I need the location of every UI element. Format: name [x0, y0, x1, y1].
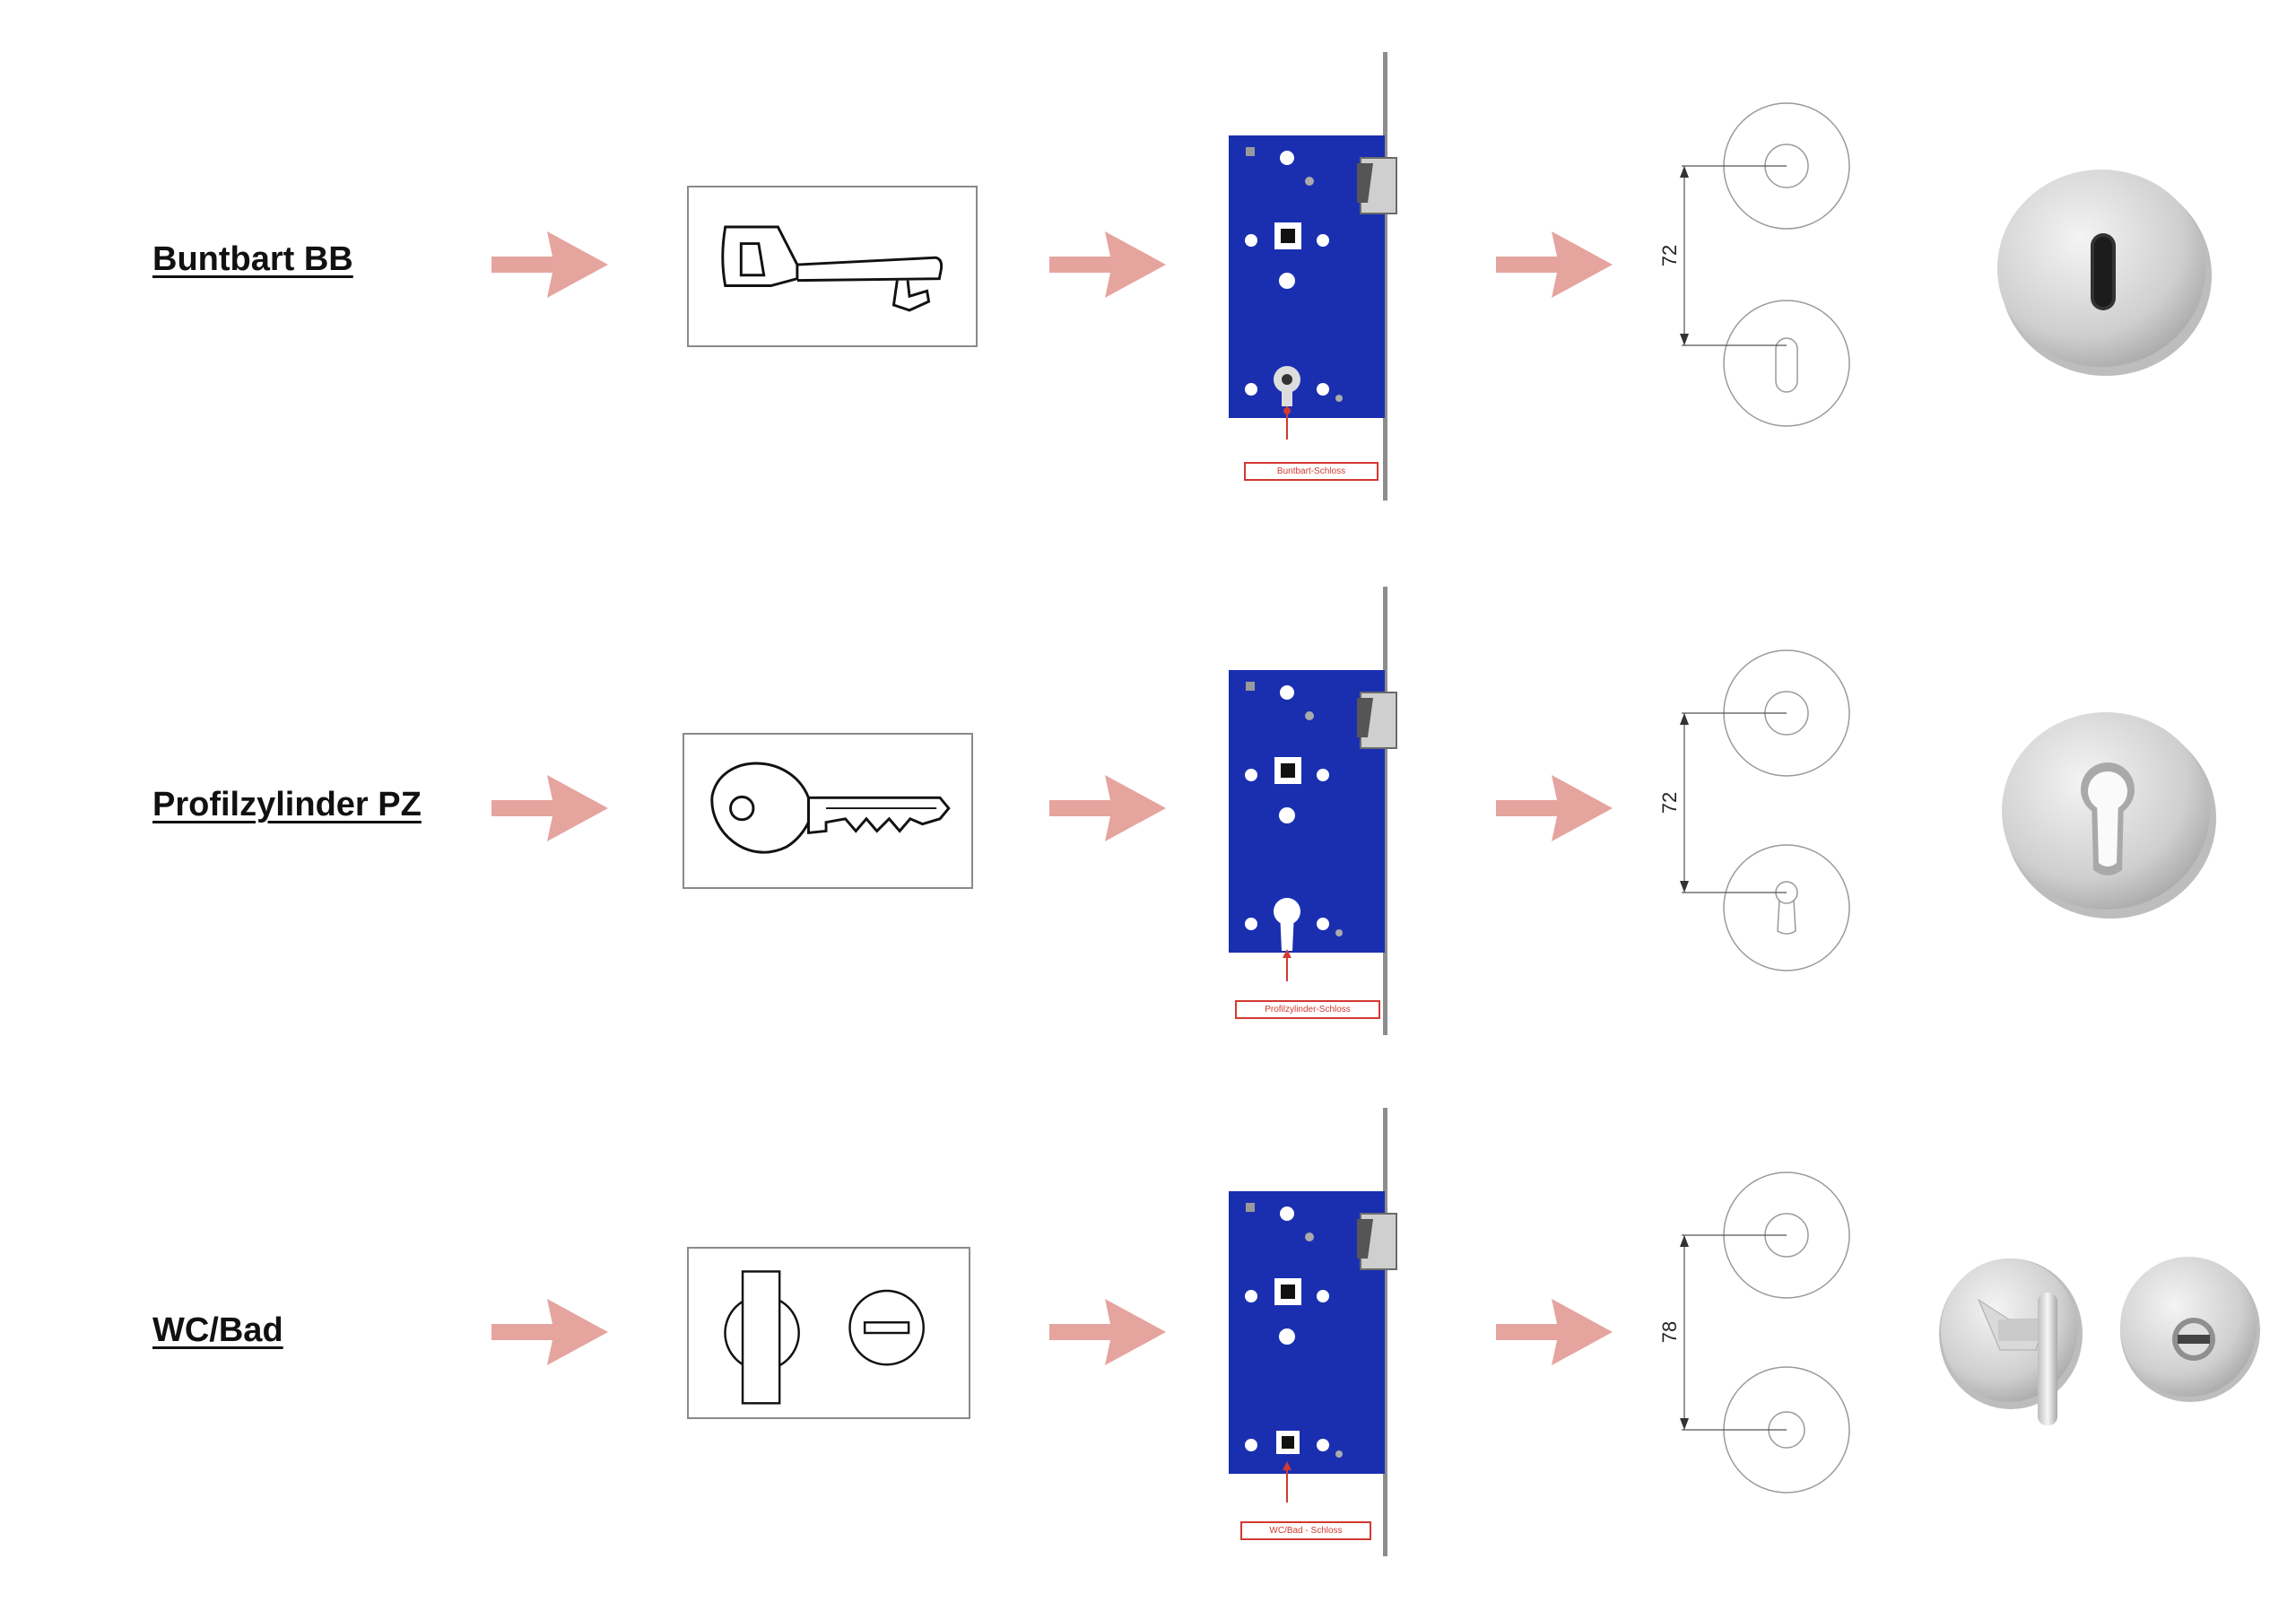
lock-caption: Buntbart-Schloss [1244, 462, 1378, 481]
bathroom-turn-icon [687, 1247, 970, 1419]
dimension-drawing: 78 [1641, 1168, 1857, 1500]
row-label-profilzylinder: Profilzylinder PZ [152, 786, 422, 823]
escutcheon-dimension-icon [1680, 102, 1850, 427]
lock-caption: WC/Bad - Schloss [1240, 1521, 1371, 1540]
arrow-icon [1496, 775, 1613, 841]
dimension-value: 78 [1658, 1320, 1681, 1344]
keyhole-escutcheon-icon [1997, 170, 2212, 376]
dimension-drawing: 72 [1641, 646, 1857, 978]
mortise-lock-icon [1229, 52, 1397, 501]
lock-wc-bad: WC/Bad - Schloss [1224, 1108, 1422, 1574]
arrow-icon [1049, 775, 1166, 841]
mortise-lock-icon [1229, 1108, 1397, 1556]
escutcheon-dimension-icon [1680, 649, 1850, 971]
profile-cylinder-escutcheon-icon [2002, 712, 2216, 919]
arrow-icon [1049, 231, 1166, 298]
row-label-wc-bad: WC/Bad [152, 1311, 283, 1349]
arrow-icon [1496, 1299, 1613, 1365]
bit-key-icon [687, 186, 978, 347]
dimension-drawing: 72 [1641, 99, 1857, 431]
arrow-icon [491, 775, 608, 841]
dimension-value: 72 [1658, 244, 1681, 267]
arrow-icon [1496, 231, 1613, 298]
arrow-icon [491, 1299, 608, 1365]
row-label-buntbart: Buntbart BB [152, 240, 353, 278]
lock-profilzylinder: Profilzylinder-Schloss [1224, 587, 1422, 1053]
dimension-value: 72 [1658, 791, 1681, 814]
escutcheon-dimension-icon [1680, 1171, 1850, 1494]
arrow-icon [1049, 1299, 1166, 1365]
lock-caption: Profilzylinder-Schloss [1235, 1000, 1380, 1019]
lock-buntbart: Buntbart-Schloss [1224, 52, 1422, 518]
arrow-icon [491, 231, 608, 298]
bathroom-thumbturn-icon [1939, 1257, 2260, 1425]
cylinder-key-icon [683, 733, 973, 889]
mortise-lock-icon [1229, 587, 1397, 1035]
